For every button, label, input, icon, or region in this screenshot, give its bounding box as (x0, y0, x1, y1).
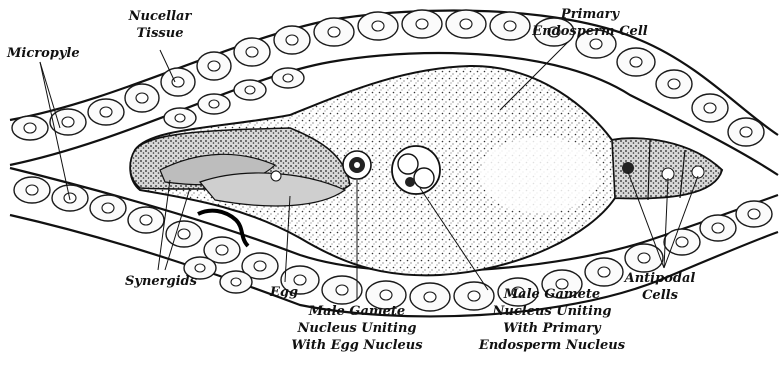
label-male-endo-3: With Primary (503, 321, 602, 336)
male-gamete-egg-nucleus (343, 151, 371, 179)
label-male-endo-1: Male Gamete (503, 287, 600, 302)
label-micropyle: Micropyle (6, 46, 80, 61)
label-nucellar-tissue-1: Nucellar (128, 9, 193, 24)
label-male-endo-4: Endosperm Nucleus (478, 338, 626, 353)
label-nucellar-tissue-2: Tissue (137, 26, 184, 41)
label-male-egg-3: With Egg Nucleus (291, 338, 423, 353)
label-male-endo-2: Nucleus Uniting (492, 304, 612, 319)
label-egg: Egg (269, 285, 298, 300)
label-synergids: Synergids (125, 274, 198, 289)
label-antipodal-2: Cells (642, 288, 678, 303)
label-male-egg-2: Nucleus Uniting (297, 321, 417, 336)
label-primary-endosperm-2: Endosperm Cell (531, 24, 647, 39)
central-vacuole (480, 137, 600, 213)
label-antipodal-1: Antipodal (623, 271, 696, 286)
label-male-egg-1: Male Gamete (308, 304, 405, 319)
male-gamete-endosperm-nucleus (392, 146, 440, 194)
label-primary-endosperm-1: Primary (560, 7, 621, 22)
synergid-nucleus (271, 171, 281, 181)
